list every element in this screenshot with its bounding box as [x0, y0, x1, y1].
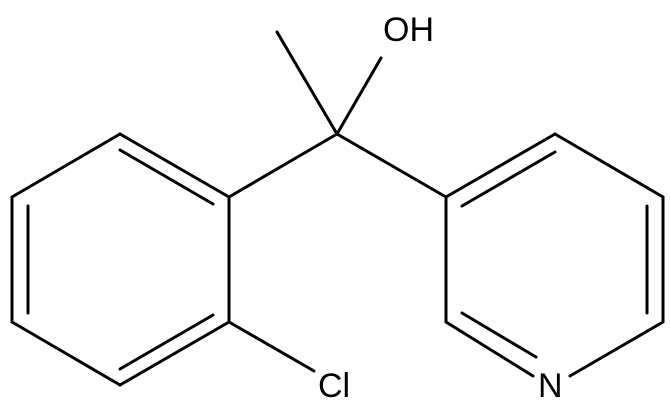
ring-double-bond-inner — [118, 313, 215, 371]
chlorine-label: Cl — [318, 367, 350, 405]
ring-bond — [118, 132, 231, 199]
ring-bond — [444, 132, 557, 199]
ring-double-bond-inner — [460, 150, 557, 208]
ring-bond — [10, 320, 122, 387]
ring-double-bond-inner — [118, 148, 215, 206]
ring-bond — [553, 132, 665, 199]
nitrogen-label: N — [538, 367, 563, 405]
ring-double-bond-inner — [460, 311, 538, 359]
pyridine-ring — [444, 132, 665, 378]
bond-central-phenyl — [227, 132, 339, 199]
bond-aryl-chlorine — [227, 320, 316, 373]
ring-bond — [10, 132, 122, 199]
bond-central-methyl — [275, 30, 339, 136]
ring-bond — [568, 320, 665, 378]
bond-central-pyridyl — [335, 132, 448, 199]
chlorophenyl-ring — [10, 132, 231, 387]
bond-central-oh — [335, 56, 383, 136]
hydroxyl-label: OH — [383, 11, 434, 49]
ring-bond — [118, 320, 231, 387]
ring-bond — [444, 320, 535, 378]
